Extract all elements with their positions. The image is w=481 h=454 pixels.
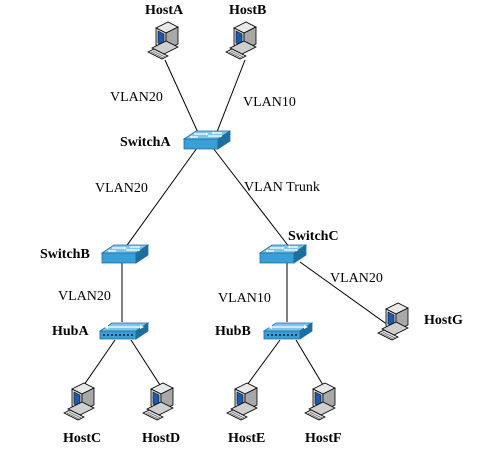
vlan-trunk-label: VLAN Trunk: [244, 180, 320, 195]
hoste-computer-icon: [226, 382, 258, 421]
switchc-label: SwitchC: [288, 229, 339, 244]
vlan-label-switchb: VLAN20: [95, 181, 148, 196]
link-switchc-hostg: [299, 261, 389, 326]
link-hosta-switcha: [164, 59, 201, 138]
switcha-label: SwitchA: [120, 135, 171, 150]
switchb-label: SwitchB: [40, 247, 90, 262]
hosta-label: HostA: [145, 3, 184, 18]
hostc-label: HostC: [63, 431, 101, 446]
vlan-label-huba: VLAN20: [58, 289, 111, 304]
switchb-switch-icon: [101, 244, 149, 264]
links: [83, 59, 389, 386]
hostd-label: HostD: [142, 431, 180, 446]
hostf-computer-icon: [304, 382, 336, 421]
hostb-label: HostB: [229, 3, 266, 18]
hubb-label: HubB: [215, 324, 251, 339]
hubb-hub-icon: [263, 322, 313, 340]
hoste-label: HostE: [228, 431, 265, 446]
switcha-switch-icon: [183, 130, 231, 150]
vlan-label-hostb: VLAN10: [243, 95, 296, 110]
hostb-computer-icon: [225, 21, 257, 60]
switchc-switch-icon: [259, 244, 307, 264]
link-switcha-switchc: [212, 147, 291, 249]
link-hostb-switcha: [214, 59, 246, 138]
link-huba-hostc: [83, 339, 116, 386]
hostc-computer-icon: [63, 382, 95, 421]
hostf-label: HostF: [305, 431, 342, 446]
link-hubb-hostf: [295, 339, 324, 386]
huba-label: HubA: [52, 324, 89, 339]
hostd-computer-icon: [142, 382, 174, 421]
link-switcha-switchb: [124, 147, 198, 249]
hosta-computer-icon: [147, 21, 179, 60]
link-hubb-hoste: [246, 339, 281, 386]
vlan-label-hosta: VLAN20: [110, 90, 163, 105]
link-huba-hostd: [130, 339, 161, 386]
huba-hub-icon: [99, 322, 149, 340]
vlan-label-hubb: VLAN10: [218, 291, 271, 306]
hostg-label: HostG: [424, 313, 463, 328]
vlan-label-hostg: VLAN20: [330, 271, 383, 286]
